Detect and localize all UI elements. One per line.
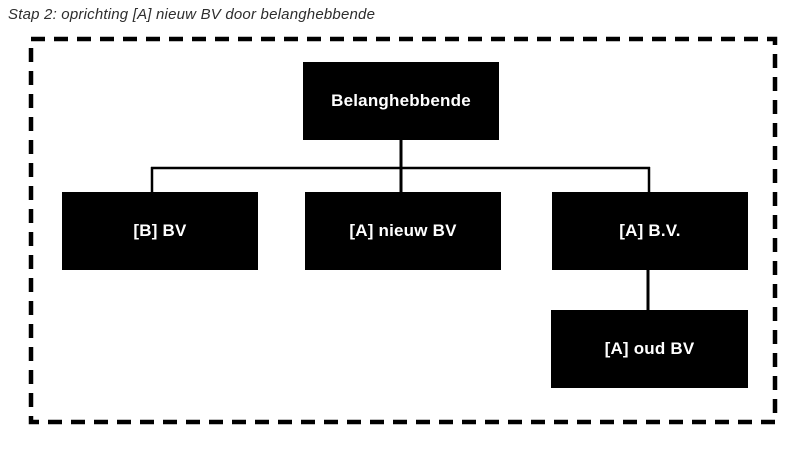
node-a-nieuw-bv: [A] nieuw BV (305, 192, 501, 270)
node-a-oud-bv: [A] oud BV (551, 310, 748, 388)
dashed-border (28, 36, 778, 425)
diagram-title: Stap 2: oprichting [A] nieuw BV door bel… (8, 6, 376, 23)
node-a-bv-label: [A] B.V. (619, 221, 681, 240)
node-a-oud-bv-label: [A] oud BV (604, 339, 695, 358)
node-b-bv-label: [B] BV (133, 221, 187, 240)
node-a-nieuw-bv-label: [A] nieuw BV (349, 221, 457, 240)
node-b-bv: [B] BV (62, 192, 258, 270)
node-a-bv: [A] B.V. (552, 192, 748, 270)
node-belanghebbende: Belanghebbende (303, 62, 499, 140)
node-belanghebbende-label: Belanghebbende (331, 91, 471, 110)
